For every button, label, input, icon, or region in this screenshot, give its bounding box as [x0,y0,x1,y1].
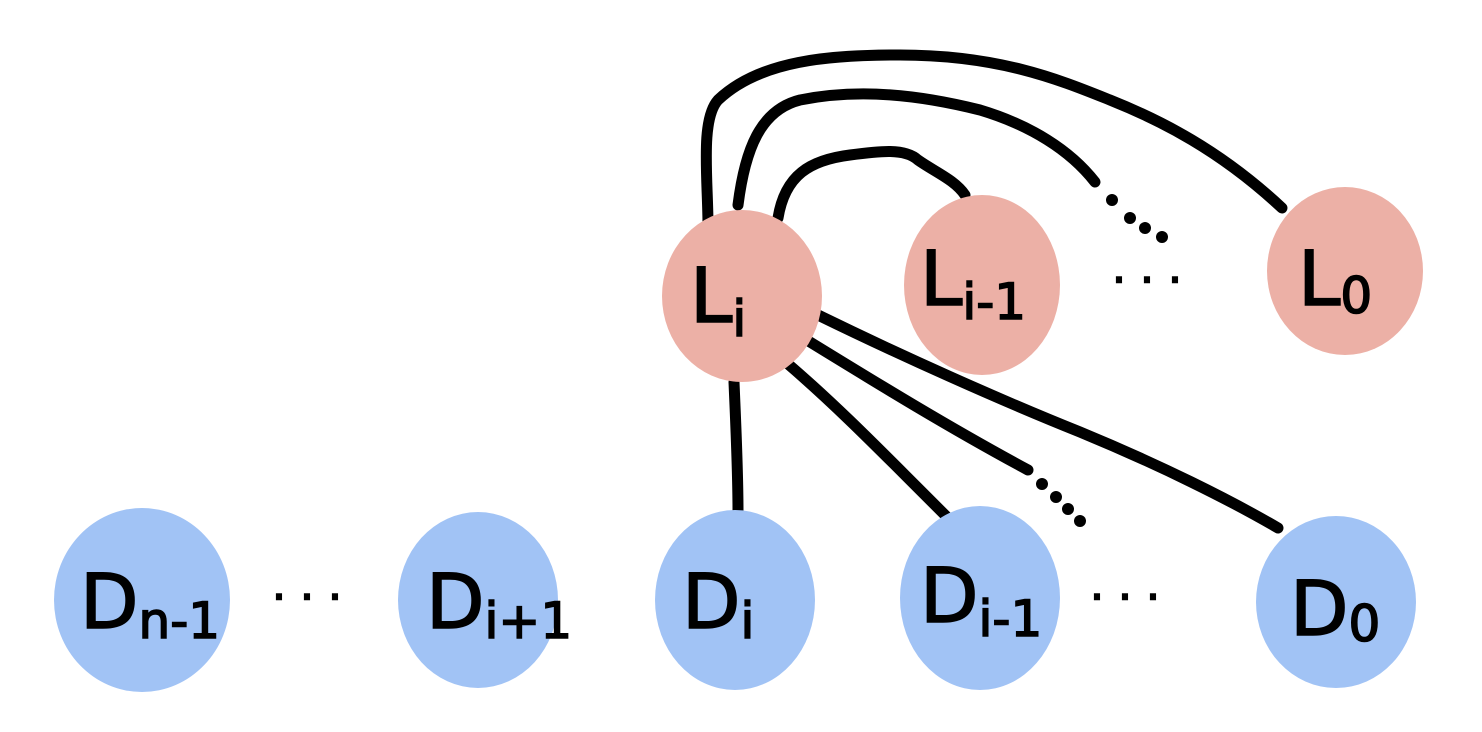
edge-li-to-l0-dots [1106,194,1168,243]
node-l-i-1-circle [904,195,1060,375]
node-l-i-sub: i [732,290,746,348]
svg-text:Di-1: Di-1 [920,551,1042,648]
edge-li-to-di [728,376,744,518]
layer-nodes: Li Li-1 L0 · · · [662,187,1423,382]
node-d-i-1-minus: Di-1 [900,506,1060,690]
node-d-i-1-plus-sub: i+1 [485,592,573,650]
node-l-i-circle [662,210,822,382]
edge-li-to-l0-outer [700,49,1288,232]
svg-text:Dn-1: Dn-1 [80,557,220,650]
node-d-i-sub: i [741,592,755,650]
node-l-i: Li [662,210,822,382]
data-ellipsis-right: · · · [1090,572,1160,623]
node-l-0: L0 [1267,187,1423,355]
node-l-i-1-sub: i-1 [962,273,1026,331]
edge-li-to-l0-inner [732,88,1101,211]
node-l-0-base: L [1298,234,1340,323]
svg-text:Di+1: Di+1 [426,557,572,650]
node-l-0-sub: 0 [1340,267,1372,325]
node-l-i-1: Li-1 [904,195,1060,375]
node-l-i-base: L [690,251,732,340]
svg-text:Di: Di [682,557,754,650]
node-d-n-1-sub: n-1 [139,592,221,650]
svg-text:L0: L0 [1298,234,1372,325]
edge-li-to-di-1-dots [1036,478,1086,527]
node-d-i: Di [655,510,815,690]
edge-li-to-li-1 [772,145,971,224]
node-d-n-1-circle [54,508,230,692]
node-l-i-1-base: L [920,234,962,323]
layer-ellipsis: · · · [1112,255,1182,306]
edges [700,49,1288,534]
data-ellipsis-left: · · · [272,572,342,623]
node-d-i-1-minus-base: D [920,551,979,640]
node-d-i-1-plus: Di+1 [398,512,573,688]
edge-li-to-d0 [812,309,1284,534]
node-d-0-sub: 0 [1349,595,1381,653]
node-d-i-1-plus-base: D [426,557,485,646]
node-d-i-1-plus-circle [398,512,558,688]
node-d-i-circle [655,510,815,690]
svg-text:D0: D0 [1290,564,1380,653]
edge-li-to-di-1 [782,358,954,524]
node-d-n-1: Dn-1 [54,508,230,692]
node-d-i-1-minus-circle [900,506,1060,690]
svg-text:Li-1: Li-1 [920,234,1026,331]
node-d-i-base: D [682,557,741,646]
edge-li-to-di-1-dotted-start [804,336,1034,476]
node-d-0-circle [1256,516,1416,688]
node-d-n-1-base: D [80,557,139,646]
data-nodes: Dn-1 · · · Di+1 Di Di-1 · · · D0 [54,506,1416,692]
node-d-0-base: D [1290,564,1349,653]
node-l-0-circle [1267,187,1423,355]
node-d-i-1-minus-sub: i-1 [979,590,1043,648]
svg-text:Li: Li [690,251,746,348]
node-d-0: D0 [1256,516,1416,688]
